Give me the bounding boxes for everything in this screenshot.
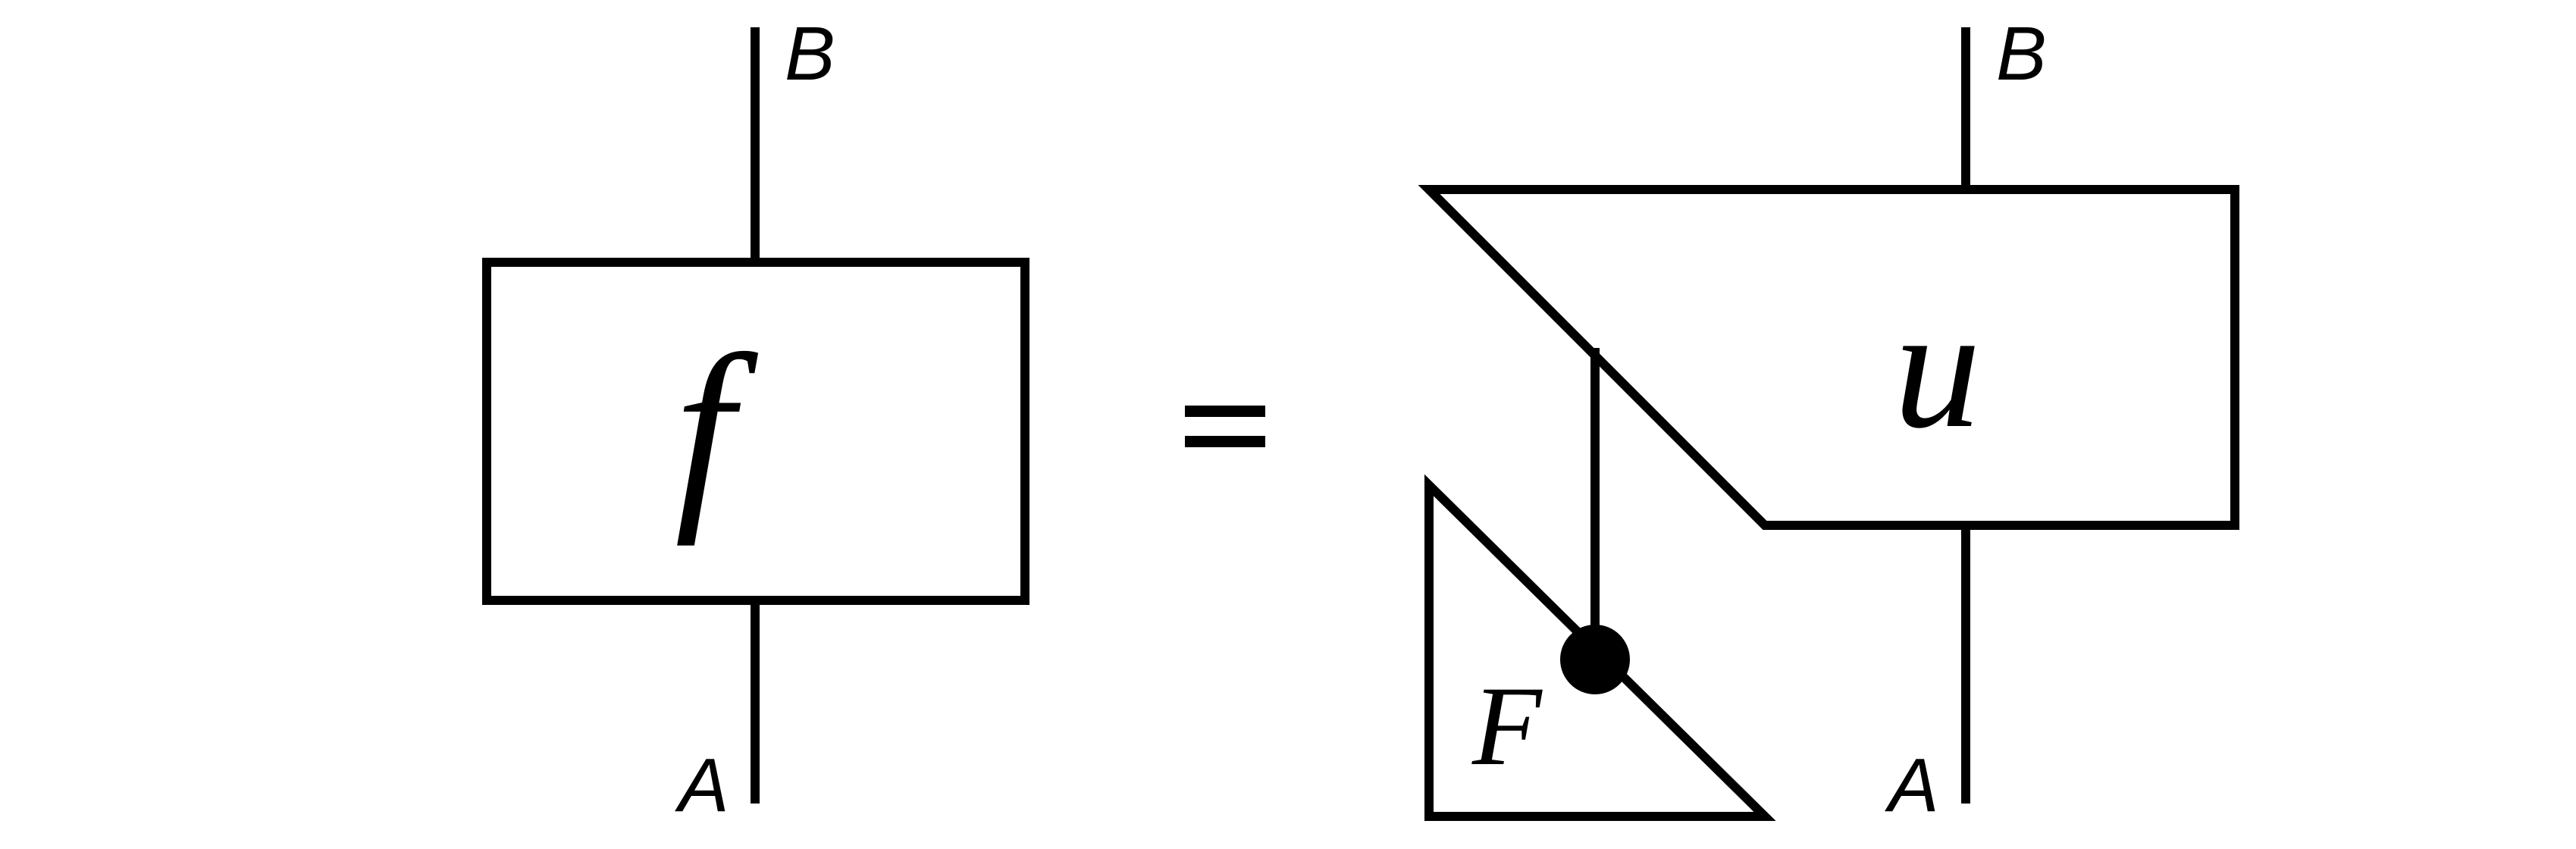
left-diagram: B A f (482, 11, 1029, 828)
right-bottom-wire-label: A (1885, 743, 1939, 828)
f-box (482, 258, 1029, 605)
u-box-label: u (1894, 271, 1981, 464)
right-diagram: B A u F (1418, 11, 2239, 828)
F-triangle-label: F (1471, 663, 1543, 789)
equals-sign (1185, 406, 1265, 447)
left-top-wire-label: B (785, 11, 835, 96)
right-top-wire-label: B (1996, 11, 2047, 96)
f-box-label: f (675, 311, 761, 547)
equals-bar-top (1185, 406, 1265, 417)
equals-bar-bottom (1185, 436, 1265, 447)
connector-dot (1560, 625, 1630, 694)
left-bottom-wire-label: A (675, 743, 729, 828)
u-box (1418, 185, 2239, 530)
